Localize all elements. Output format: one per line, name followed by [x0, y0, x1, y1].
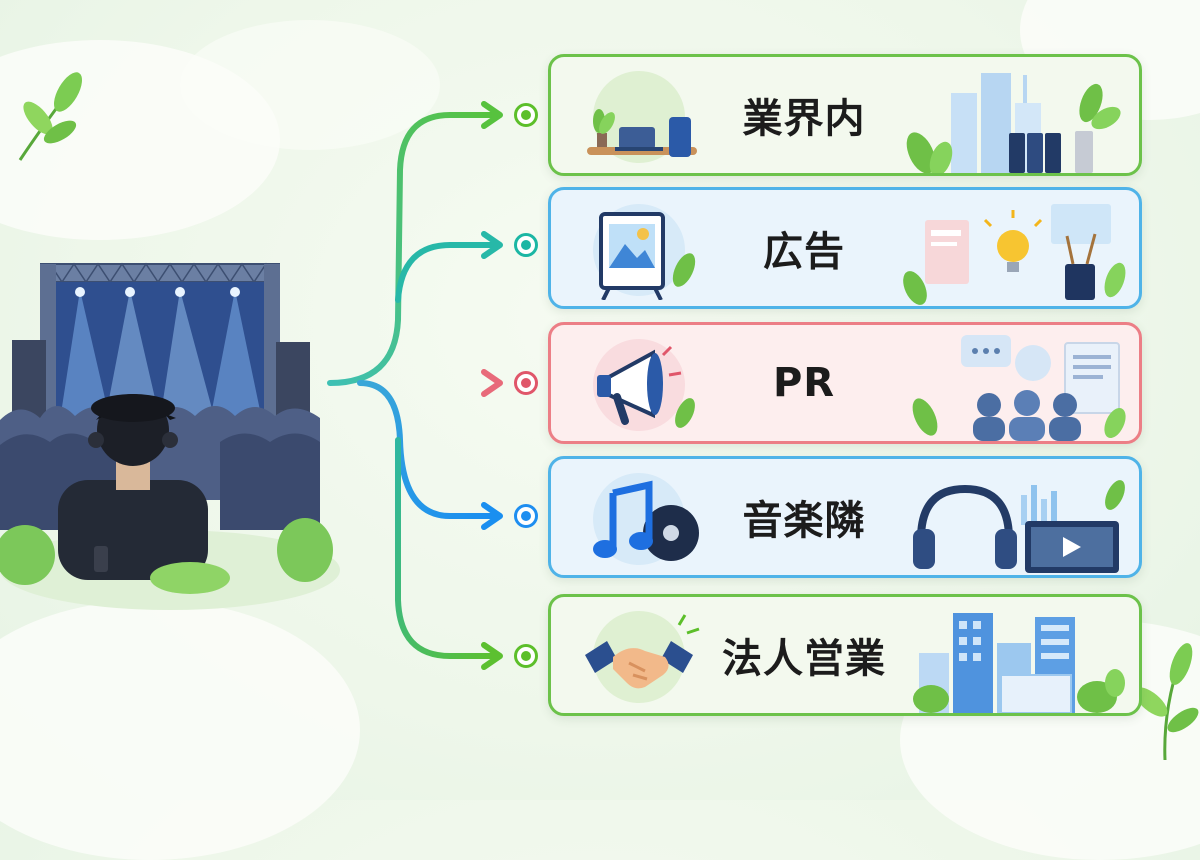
- branch-label-music: 音楽隣: [742, 498, 866, 544]
- leaf-decoration-bottom-right: [1135, 643, 1199, 760]
- branch-card-music: 音楽隣: [548, 456, 1142, 578]
- branch-label-corporate-sales: 法人営業: [722, 636, 886, 682]
- branch-node-advertising: [514, 233, 538, 257]
- branch-connectors: [327, 101, 503, 670]
- connector-corporate-sales: [395, 437, 495, 659]
- branch-card-industry: 業界内: [548, 54, 1142, 176]
- leaf-decoration-top-left: [18, 72, 82, 161]
- branch-card-pr: PR: [548, 322, 1142, 444]
- branch-card-corporate-sales: 法人営業: [548, 594, 1142, 716]
- branch-card-advertising: 広告: [548, 187, 1142, 309]
- connector-music: [357, 380, 495, 519]
- office-desk-icon: [587, 71, 697, 163]
- handshake-icon: [585, 611, 700, 703]
- headphones-video-player-art: [913, 480, 1125, 573]
- city-buildings-art: [913, 613, 1125, 713]
- posters-lightbulb-art: [903, 204, 1126, 305]
- branch-node-music: [514, 504, 538, 528]
- branch-label-industry: 業界内: [742, 96, 866, 142]
- connector-industry: [327, 112, 495, 386]
- branch-label-pr: PR: [772, 360, 836, 406]
- branch-node-industry: [514, 103, 538, 127]
- branch-node-pr: [514, 371, 538, 395]
- branch-label-advertising: 広告: [763, 229, 845, 275]
- megaphone-icon: [593, 339, 695, 431]
- concert-stage-illustration: [0, 262, 340, 610]
- easel-image-icon: [593, 204, 696, 300]
- music-note-record-icon: [593, 473, 699, 565]
- connector-advertising: [395, 242, 495, 303]
- speech-bubbles-audience-art: [912, 335, 1126, 441]
- office-building-binders-art: [906, 73, 1121, 173]
- branch-node-corporate-sales: [514, 644, 538, 668]
